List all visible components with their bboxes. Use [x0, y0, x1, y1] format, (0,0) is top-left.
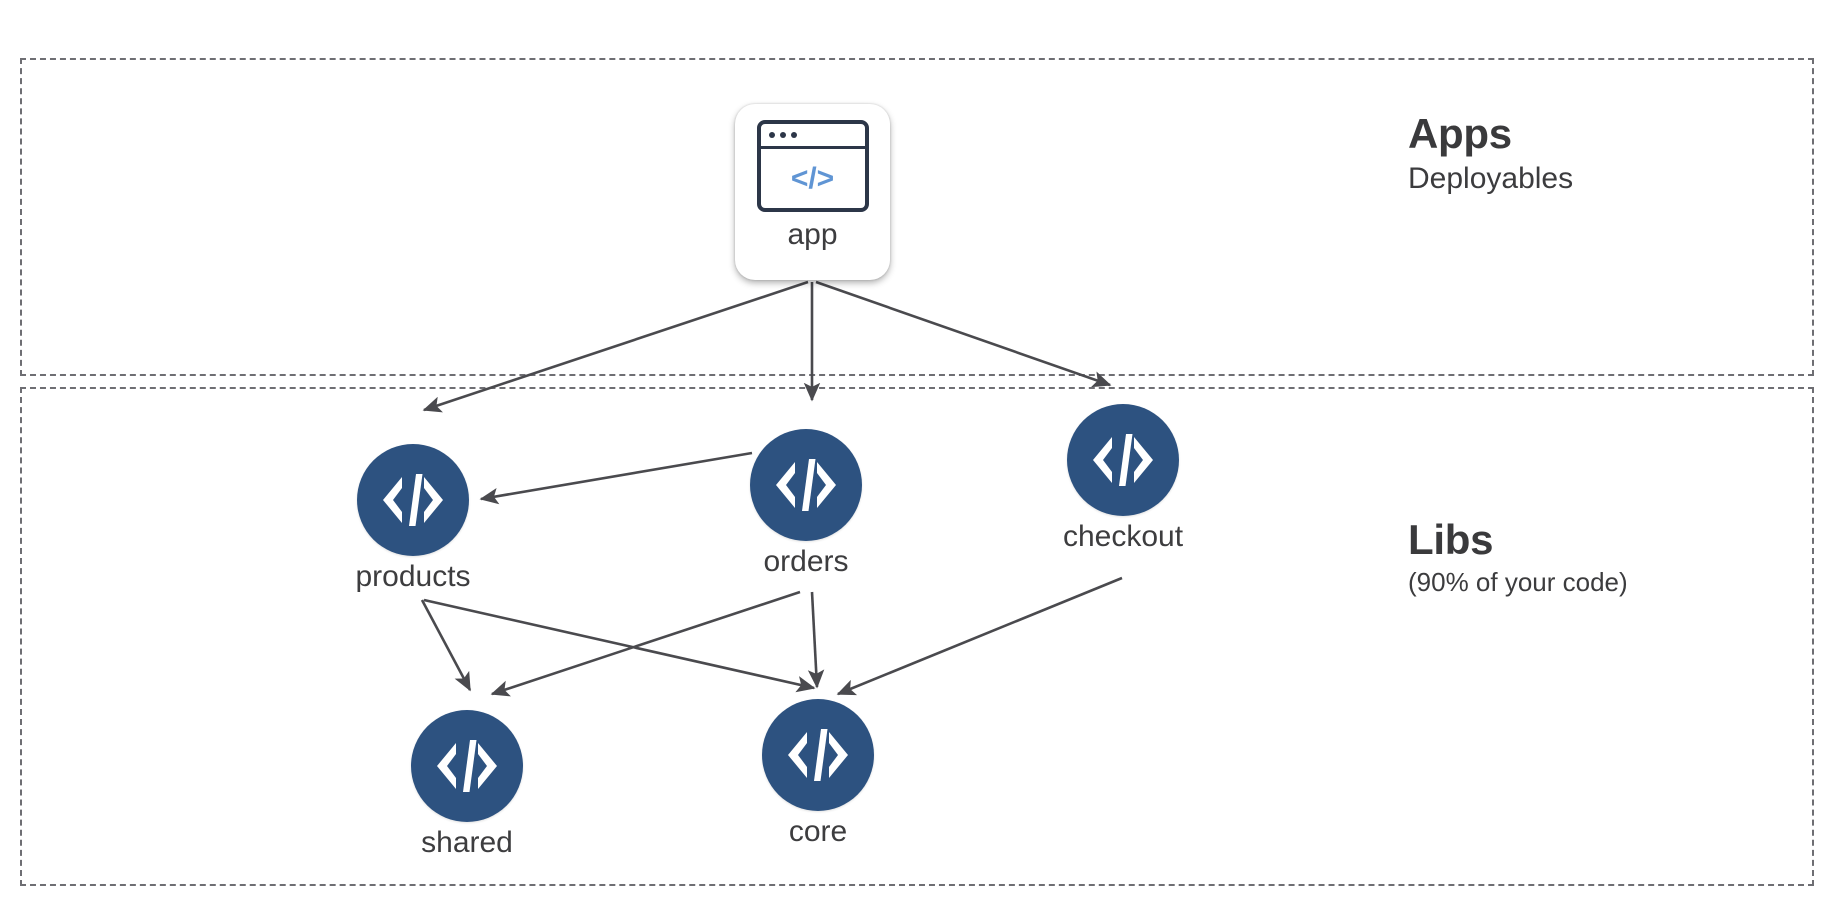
node-orders-label: orders: [763, 545, 849, 578]
code-brackets-icon: [750, 429, 862, 541]
group-title-libs: Libs: [1408, 516, 1494, 563]
node-products[interactable]: products: [355, 444, 471, 592]
browser-titlebar: [760, 124, 865, 149]
code-brackets-icon: [1067, 404, 1179, 516]
browser-code-window-icon: </>: [756, 120, 869, 212]
group-subtitle-libs: (90% of your code): [1408, 567, 1628, 598]
group-box-libs: [20, 387, 1814, 886]
node-shared[interactable]: shared: [411, 710, 523, 858]
browser-dot-icon: [790, 132, 797, 138]
group-subtitle-apps: Deployables: [1408, 162, 1574, 196]
group-caption-apps: Apps Deployables: [1408, 110, 1574, 198]
code-brackets-icon: [357, 444, 469, 556]
code-brackets-icon: [762, 699, 874, 811]
node-app[interactable]: </> app: [735, 104, 890, 280]
code-glyph: </>: [790, 161, 835, 195]
node-shared-label: shared: [421, 826, 513, 859]
node-checkout[interactable]: checkout: [1063, 404, 1183, 552]
group-title-apps: Apps: [1408, 110, 1512, 157]
group-caption-libs: Libs (90% of your code): [1408, 516, 1628, 599]
node-app-label: app: [787, 218, 838, 251]
node-checkout-label: checkout: [1062, 520, 1184, 553]
browser-dot-icon: [768, 132, 775, 138]
code-brackets-icon: [411, 710, 523, 822]
browser-dot-icon: [779, 132, 786, 138]
node-core-label: core: [788, 815, 848, 848]
group-box-apps: [20, 58, 1814, 376]
node-products-label: products: [355, 560, 471, 593]
node-orders[interactable]: orders: [750, 429, 862, 577]
node-core[interactable]: core: [762, 699, 874, 847]
